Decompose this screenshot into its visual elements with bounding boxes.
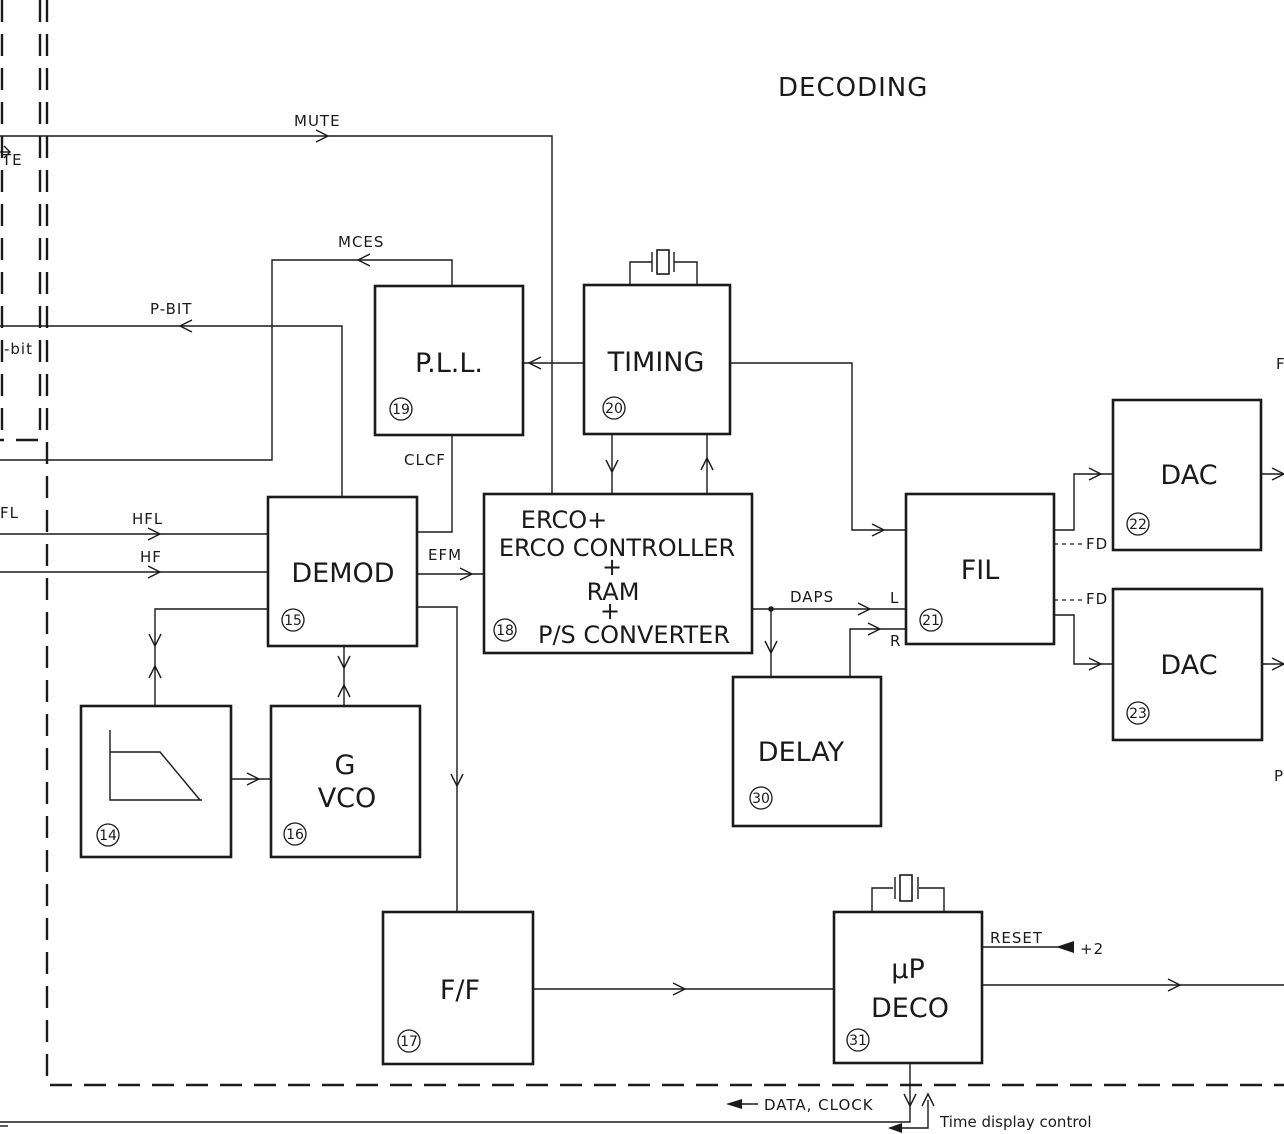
pll-label: P.L.L. bbox=[415, 348, 483, 379]
hf-label: HF bbox=[140, 548, 162, 566]
hf-signal: HF bbox=[0, 548, 268, 579]
demod-block: DEMOD 15 bbox=[266, 495, 419, 648]
mute-left-label: TE bbox=[1, 151, 23, 169]
fil-label: FIL bbox=[961, 555, 1000, 586]
dashed-boundary bbox=[0, 0, 1284, 1087]
erco-plus2: + bbox=[600, 597, 620, 625]
time-display-control: Time display control bbox=[888, 1092, 1092, 1133]
timing-to-fil bbox=[730, 362, 906, 537]
erco-line4: P/S CONVERTER bbox=[538, 621, 730, 649]
data-clock-bus: DATA, CLOCK bbox=[0, 1063, 917, 1127]
timing-crystal-icon bbox=[629, 249, 698, 285]
reset-label: RESET bbox=[990, 929, 1043, 947]
gvco-block: G VCO 16 bbox=[269, 704, 422, 859]
filter-to-vco bbox=[231, 772, 271, 786]
dac2-label: DAC bbox=[1160, 650, 1217, 681]
gvco-line1: G bbox=[335, 750, 356, 781]
clcf-signal: CLCF bbox=[404, 435, 453, 533]
mces-signal: MCES bbox=[0, 233, 453, 461]
mute-signal: MUTE TE bbox=[0, 112, 553, 496]
demod-number: 15 bbox=[284, 613, 302, 629]
mute-label: MUTE bbox=[294, 112, 341, 130]
efm-signal: EFM bbox=[417, 546, 484, 581]
updeco-crystal-icon bbox=[871, 874, 945, 912]
delay-label: DELAY bbox=[758, 737, 845, 768]
fil-number: 21 bbox=[922, 613, 940, 629]
gvco-line2: VCO bbox=[318, 783, 377, 814]
dac1-block: DAC 22 bbox=[1111, 398, 1284, 552]
dac2-block: DAC 23 bbox=[1111, 587, 1284, 742]
timing-block: TIMING 20 bbox=[582, 283, 732, 436]
data-clock-label: DATA, CLOCK bbox=[764, 1096, 874, 1114]
erco-number: 18 bbox=[496, 623, 514, 639]
fil-l-label: L bbox=[890, 589, 899, 607]
daps-label: DAPS bbox=[790, 588, 834, 606]
ff-number: 17 bbox=[400, 1034, 418, 1050]
erco-block: ERCO+ ERCO CONTROLLER + RAM + P/S CONVER… bbox=[482, 492, 754, 655]
hfl-label: HFL bbox=[132, 510, 163, 528]
clcf-label: CLCF bbox=[404, 451, 446, 469]
dac2-number: 23 bbox=[1129, 706, 1147, 722]
ff-block: F/F 17 bbox=[381, 910, 535, 1066]
demod-vco-link bbox=[337, 646, 351, 706]
hfl-signal: HFL FL bbox=[0, 504, 268, 541]
fd1-label: FD bbox=[1086, 535, 1108, 553]
updeco-line1: µP bbox=[891, 954, 924, 985]
updeco-block: µP DECO 31 bbox=[832, 910, 984, 1065]
demod-label: DEMOD bbox=[291, 558, 394, 589]
gvco-number: 16 bbox=[286, 827, 304, 843]
reset-supply-label: +2 bbox=[1080, 940, 1104, 958]
pll-number: 19 bbox=[392, 402, 410, 418]
pbit-label: P-BIT bbox=[150, 300, 192, 318]
daps-signal: DAPS L bbox=[752, 588, 906, 677]
timing-erco-links bbox=[605, 434, 714, 494]
loop-filter-number: 14 bbox=[99, 828, 117, 844]
loop-filter-block: 14 bbox=[79, 704, 233, 859]
mces-label: MCES bbox=[338, 233, 384, 251]
demod-to-filter bbox=[148, 608, 268, 706]
timing-label: TIMING bbox=[607, 347, 705, 378]
updeco-number: 31 bbox=[849, 1033, 867, 1049]
dac1-number: 22 bbox=[1129, 517, 1147, 533]
erco-plus1: + bbox=[602, 553, 622, 581]
fil-to-dac1: FD bbox=[1054, 467, 1113, 553]
timing-number: 20 bbox=[605, 401, 623, 417]
fil-block: FIL 21 bbox=[904, 492, 1056, 646]
delay-block: DELAY 30 bbox=[731, 675, 883, 828]
efm-label: EFM bbox=[428, 546, 462, 564]
right-edge-label-1: F bbox=[1276, 355, 1284, 373]
time-display-label: Time display control bbox=[939, 1113, 1092, 1131]
fil-to-dac2: FD bbox=[1054, 590, 1113, 671]
pll-block: P.L.L. 19 bbox=[373, 284, 525, 437]
hfl-left-label: FL bbox=[0, 504, 19, 522]
right-edge-label-2: P bbox=[1274, 767, 1284, 785]
updeco-output bbox=[982, 978, 1284, 992]
delay-number: 30 bbox=[752, 791, 770, 807]
delay-to-fil: R bbox=[849, 622, 906, 677]
erco-line1: ERCO+ bbox=[521, 506, 607, 534]
timing-to-pll bbox=[523, 356, 584, 370]
erco-line3: RAM bbox=[587, 578, 640, 606]
ff-to-updeco bbox=[533, 982, 834, 996]
dac1-label: DAC bbox=[1160, 460, 1217, 491]
updeco-line2: DECO bbox=[871, 993, 949, 1024]
demod-to-ff bbox=[417, 606, 464, 912]
pbit-signal: P-BIT -bit bbox=[0, 300, 343, 497]
pbit-left-label: -bit bbox=[4, 340, 33, 358]
fil-r-label: R bbox=[890, 632, 901, 650]
erco-line2: ERCO CONTROLLER bbox=[499, 534, 735, 562]
ff-label: F/F bbox=[440, 975, 480, 1006]
fd2-label: FD bbox=[1086, 590, 1108, 608]
diagram-title: DECODING bbox=[778, 73, 928, 103]
reset-signal: RESET +2 bbox=[982, 929, 1104, 958]
